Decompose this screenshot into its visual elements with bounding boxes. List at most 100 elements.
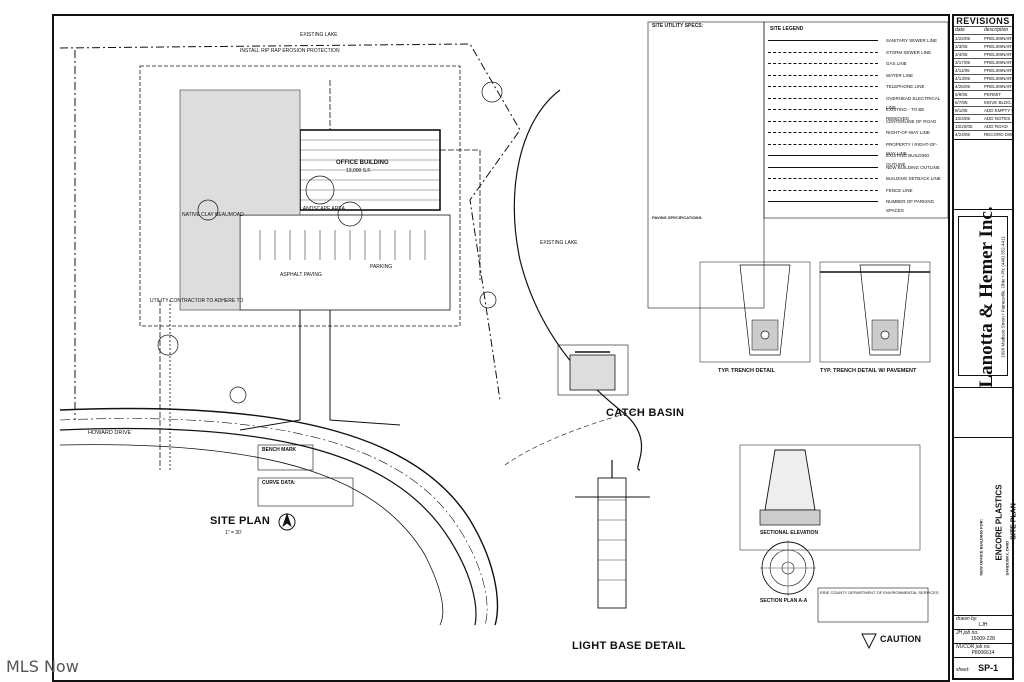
paving-specs-title: PAVING SPECIFICATIONS: <box>652 215 703 221</box>
legend-frame <box>763 21 949 219</box>
light-base-detail-title: LIGHT BASE DETAIL <box>572 640 686 652</box>
sheet-title: SITE PLAN <box>1010 503 1018 540</box>
revision-description: PRELIMINARY <box>984 52 1012 57</box>
parking-label: PARKING <box>370 264 393 270</box>
legend-item-label: TELEPHONE LINE <box>886 84 925 89</box>
trench-detail-title: TYP. TRENCH DETAIL <box>718 368 775 374</box>
revisions-header: date description <box>954 26 1012 34</box>
legend-item-label: EXISTING BUILDING OUTLINE <box>886 153 930 167</box>
revision-description: RECORD DWG. <box>984 132 1012 137</box>
revision-description: PRELIMINARY <box>984 60 1012 65</box>
legend-line-sample <box>768 120 878 122</box>
tree <box>197 199 219 221</box>
project-client: ENCORE PLASTICS <box>994 484 1004 561</box>
catch-basin-title: CATCH BASIN <box>606 407 685 419</box>
revision-date: 4/11/05 <box>955 68 970 73</box>
legend-item: OVERHEAD ELECTRICAL LINE <box>766 94 942 110</box>
section-plan-title: SECTION PLAN A-A <box>760 598 808 604</box>
existing-lake-label-top: EXISTING LAKE <box>300 32 338 38</box>
legend-item: WATER LINE <box>766 71 942 81</box>
legend-item-label: NUMBER OF PARKING SPACES <box>886 199 935 213</box>
legend-line-sample <box>768 155 878 156</box>
legend-item: SANITARY SEWER LINE <box>766 36 942 46</box>
site-utility-specs-title: SITE UTILITY SPECS: <box>652 23 704 29</box>
revision-description: PRELIMINARY <box>984 36 1012 41</box>
legend-line-sample <box>768 143 878 145</box>
utility-contractor-label: UTILITY CONTRACTOR TO ADHERE TO <box>150 298 244 304</box>
tree <box>229 386 247 404</box>
legend-item: NUMBER OF PARKING SPACES <box>766 197 942 213</box>
legend-item: STORM SEWER LINE <box>766 48 942 58</box>
section-elevation-title: SECTIONAL ELEVATION <box>760 530 819 536</box>
legend-item: CENTERLINE OF ROAD <box>766 117 942 127</box>
revision-description: ADD NOTES <box>984 116 1011 121</box>
revision-date: 4/13/05 <box>955 76 971 81</box>
revision-date: 10/4/05 <box>955 116 971 121</box>
revisions-header-description: description <box>984 27 1009 33</box>
site-legend: SITE LEGEND SANITARY SEWER LINE STORM SEW… <box>766 24 942 214</box>
drawn-by-block: drawn by: LJH <box>954 616 1012 630</box>
howard-drive-curve-2 <box>59 427 477 626</box>
howard-drive-centerline <box>59 418 488 626</box>
legend-item-label: PROPERTY / RIGHT-OF-WAY LINE <box>886 141 938 156</box>
revision-description: ADD EMPTY CONDUITS <box>984 108 1012 113</box>
legend-item-label: GAS LINE <box>886 61 907 66</box>
sheet-label: sheet: <box>956 667 970 673</box>
legend-item: EXISTING - TO BE REMOVED <box>766 105 942 121</box>
project-prefix: NEW OFFICE BUILDING FOR: <box>978 519 984 576</box>
legend-line-sample <box>768 166 878 168</box>
legend-line-sample <box>768 189 878 191</box>
legend-item-label: NEW BUILDING OUTLINE <box>886 164 940 170</box>
hatch-area <box>179 89 301 311</box>
job-no-label: JH job no. <box>956 630 979 636</box>
legend-line-sample <box>768 201 878 202</box>
erie-county-label: ERIE COUNTY DEPARTMENT OF ENVIRONMENTAL … <box>820 590 939 595</box>
bench-mark-box <box>257 444 314 471</box>
trench-detail-pavement-title: TYP. TRENCH DETAIL W/ PAVEMENT <box>820 368 917 374</box>
revision-date: 10/20/05 <box>955 124 973 129</box>
tree <box>481 81 503 103</box>
site-utility-notes: SITE UTILITY SPECS: PAVING SPECIFICATION… <box>652 23 762 294</box>
legend-item-label: RIGHT-OF-WAY LINE <box>886 130 930 135</box>
tree <box>337 201 363 227</box>
revisions-header-date: date <box>955 27 965 33</box>
legend-line-sample <box>768 51 878 53</box>
firm-name: Lanotta & Hemer Inc. <box>976 206 997 388</box>
legend-item: BUILDING SETBACK LINE <box>766 174 942 184</box>
project-block: NEW OFFICE BUILDING FOR: ENCORE PLASTICS… <box>954 438 1018 616</box>
manhole-elevation <box>739 444 921 551</box>
legend-line-sample <box>768 74 878 76</box>
legend-item: EXISTING BUILDING OUTLINE <box>766 151 942 167</box>
sheet-number: SP-1 <box>978 663 999 673</box>
site-legend-title: SITE LEGEND <box>770 26 804 32</box>
revision-row: 10/4/05 ADD NOTES <box>954 114 1012 122</box>
job-no-block: JH job no. 15009-228 <box>954 630 1012 644</box>
existing-lake-label: EXISTING LAKE <box>540 240 578 246</box>
office-area-label: 13,000 S.F. <box>346 168 372 174</box>
revision-description: PERMIT <box>984 92 1002 97</box>
revision-description: PRELIMINARY <box>984 76 1012 81</box>
legend-line-sample <box>768 97 878 99</box>
revision-date: 4/25/05 <box>955 84 971 89</box>
legend-item: TELEPHONE LINE <box>766 82 942 92</box>
project-address: SANDUSKY, OHIO <box>1004 541 1010 576</box>
trench-detail-2 <box>819 261 931 363</box>
tree <box>157 334 179 356</box>
job-no-value: 15009-228 <box>971 636 995 642</box>
erie-county-box <box>817 587 929 623</box>
legend-item-label: CENTERLINE OF ROAD <box>886 118 937 124</box>
revision-description: PRELIMINARY <box>984 44 1012 49</box>
revisions-title: REVISIONS <box>956 16 1010 26</box>
legend-item-label: WATER LINE <box>886 72 914 78</box>
bench-mark-label: BENCH MARK <box>262 447 297 453</box>
revision-description: MOVE BLDG. <box>984 100 1012 105</box>
